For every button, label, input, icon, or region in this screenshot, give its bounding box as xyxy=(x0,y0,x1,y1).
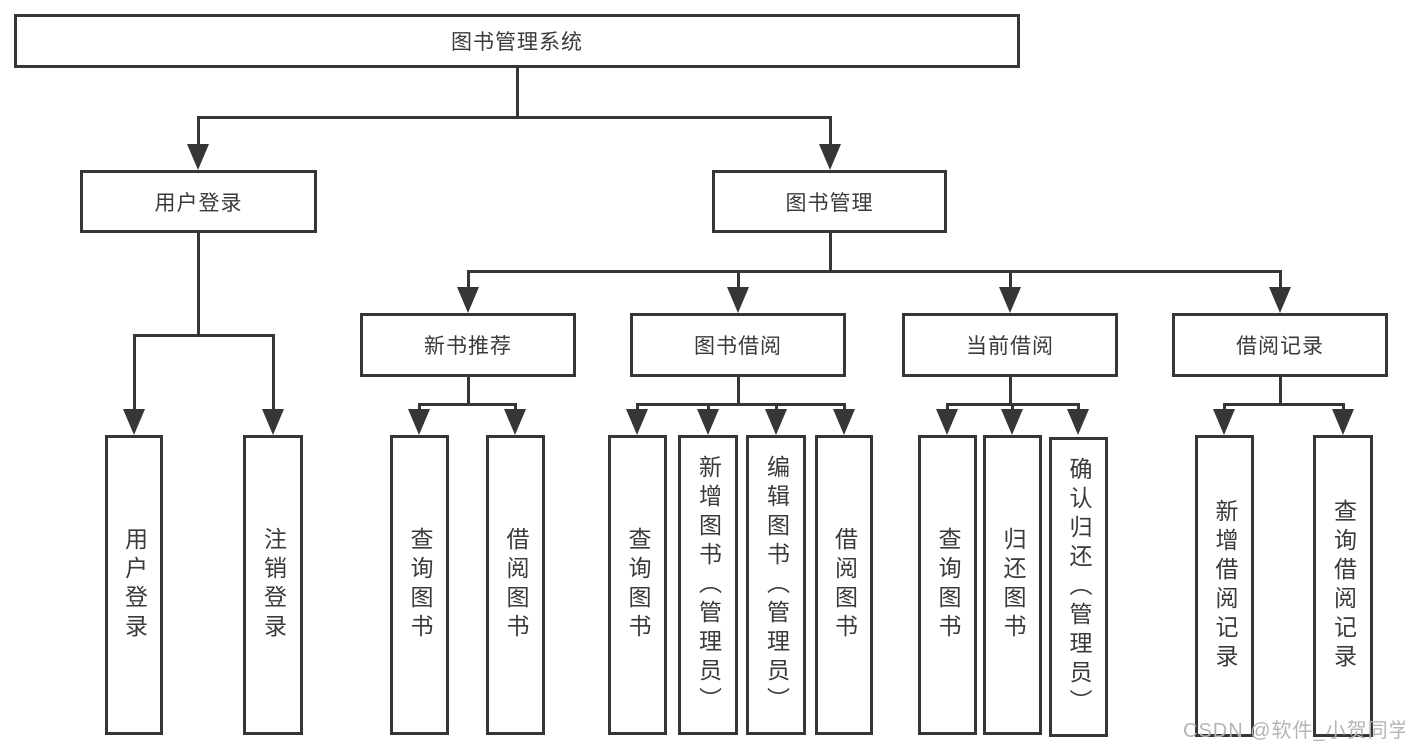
leaf-borrow-books-2: 借阅图书 xyxy=(815,435,873,735)
connector-line xyxy=(737,377,740,406)
connector-line xyxy=(418,403,421,411)
connector-line xyxy=(272,334,275,411)
leaf-logout: 注销登录 xyxy=(243,435,303,735)
leaf-query-books-1: 查询图书 xyxy=(390,435,449,735)
connector-line xyxy=(418,403,517,406)
connector-line xyxy=(514,403,517,411)
connector-line xyxy=(1009,270,1012,289)
node-current-borrow: 当前借阅 xyxy=(902,313,1118,377)
arrow-down-icon xyxy=(626,409,648,435)
connector-line xyxy=(829,233,832,273)
arrow-down-icon xyxy=(1067,409,1089,435)
arrow-down-icon xyxy=(765,409,787,435)
connector-line xyxy=(1223,403,1226,411)
connector-line xyxy=(467,270,470,289)
connector-line xyxy=(467,377,470,406)
arrow-down-icon xyxy=(697,409,719,435)
connector-line xyxy=(636,403,639,411)
leaf-edit-book-admin: 编辑图书（管理员） xyxy=(746,435,806,735)
arrow-down-icon xyxy=(1269,287,1291,313)
connector-line xyxy=(197,116,200,146)
connector-line xyxy=(467,270,1281,273)
connector-line xyxy=(1009,377,1012,406)
connector-line xyxy=(737,270,740,289)
connector-line xyxy=(1279,270,1282,289)
node-user-login: 用户登录 xyxy=(80,170,317,233)
connector-line xyxy=(1077,403,1080,411)
arrow-down-icon xyxy=(936,409,958,435)
leaf-query-books-2: 查询图书 xyxy=(608,435,667,735)
node-borrow-records: 借阅记录 xyxy=(1172,313,1388,377)
connector-line xyxy=(516,66,519,118)
arrow-down-icon xyxy=(819,144,841,170)
arrow-down-icon xyxy=(457,287,479,313)
connector-line xyxy=(829,116,832,146)
connector-line xyxy=(197,116,832,119)
connector-line xyxy=(1342,403,1345,411)
watermark: CSDN @软件_小贺同学 xyxy=(1183,720,1405,742)
node-root: 图书管理系统 xyxy=(14,14,1020,68)
arrow-down-icon xyxy=(123,409,145,435)
arrow-down-icon xyxy=(1001,409,1023,435)
connector-line xyxy=(707,403,710,411)
leaf-add-borrow-record: 新增借阅记录 xyxy=(1195,435,1254,737)
leaf-confirm-return-admin: 确认归还（管理员） xyxy=(1049,437,1108,737)
arrow-down-icon xyxy=(833,409,855,435)
node-book-management: 图书管理 xyxy=(712,170,947,233)
arrow-down-icon xyxy=(1213,409,1235,435)
connector-line xyxy=(1011,403,1014,411)
connector-line xyxy=(1279,377,1282,406)
leaf-query-borrow-record: 查询借阅记录 xyxy=(1313,435,1373,737)
arrow-down-icon xyxy=(504,409,526,435)
connector-line xyxy=(946,403,949,411)
leaf-query-books-3: 查询图书 xyxy=(918,435,977,735)
arrow-down-icon xyxy=(999,287,1021,313)
arrow-down-icon xyxy=(262,409,284,435)
node-book-borrow: 图书借阅 xyxy=(630,313,846,377)
leaf-add-book-admin: 新增图书（管理员） xyxy=(678,435,738,735)
connector-line xyxy=(197,233,200,337)
connector-line xyxy=(843,403,846,411)
connector-line xyxy=(133,334,136,411)
leaf-user-login: 用户登录 xyxy=(105,435,163,735)
connector-line xyxy=(775,403,778,411)
arrow-down-icon xyxy=(408,409,430,435)
arrow-down-icon xyxy=(187,144,209,170)
arrow-down-icon xyxy=(727,287,749,313)
connector-line xyxy=(1223,403,1345,406)
node-new-book-recommend: 新书推荐 xyxy=(360,313,576,377)
leaf-borrow-books-1: 借阅图书 xyxy=(486,435,545,735)
connector-line xyxy=(133,334,275,337)
connector-line xyxy=(636,403,846,406)
leaf-return-books: 归还图书 xyxy=(983,435,1042,735)
arrow-down-icon xyxy=(1332,409,1354,435)
